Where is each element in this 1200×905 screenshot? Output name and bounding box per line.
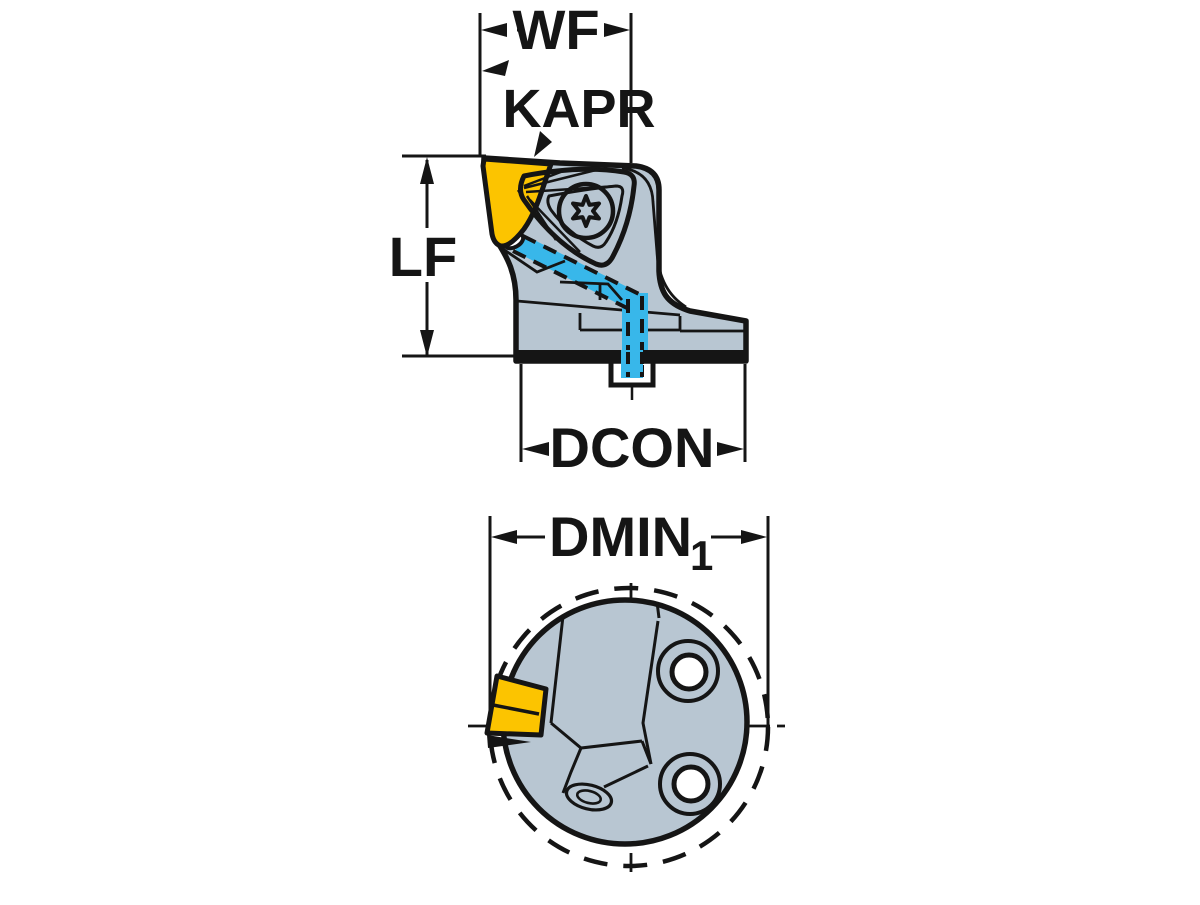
dcon-label: DCON — [550, 416, 715, 479]
end-flat-lines — [549, 601, 661, 765]
clamp-lines — [499, 245, 624, 301]
dmin-subscript: 1 — [690, 532, 713, 579]
dimension-extension-lines — [402, 13, 747, 462]
coolant-hole-upper — [669, 652, 709, 692]
kapr-label: KAPR — [502, 79, 655, 139]
dmin-label: DMIN — [549, 505, 692, 568]
end-screw-inner — [575, 789, 603, 805]
insert-cutting-edge — [487, 735, 531, 748]
end-view: DMIN 1 — [468, 505, 792, 872]
lf-label: LF — [389, 225, 457, 288]
torx-icon — [571, 194, 601, 228]
stub-dashes — [626, 352, 644, 377]
coolant-hole-lower — [671, 764, 711, 804]
screw-head — [556, 181, 616, 241]
wf-label: WF — [512, 0, 599, 61]
dmin-extension-lines — [488, 516, 770, 736]
end-screw-outer — [564, 782, 614, 812]
side-view: WF KAPR LF DCON — [389, 0, 749, 479]
coolant-vertical — [622, 293, 648, 352]
pocket-wall-lines — [621, 166, 687, 309]
flange-lines — [516, 299, 744, 333]
insert-end-divider — [492, 703, 540, 716]
end-pocket-lines — [550, 721, 653, 794]
coolant-stub-cyan — [621, 350, 643, 378]
